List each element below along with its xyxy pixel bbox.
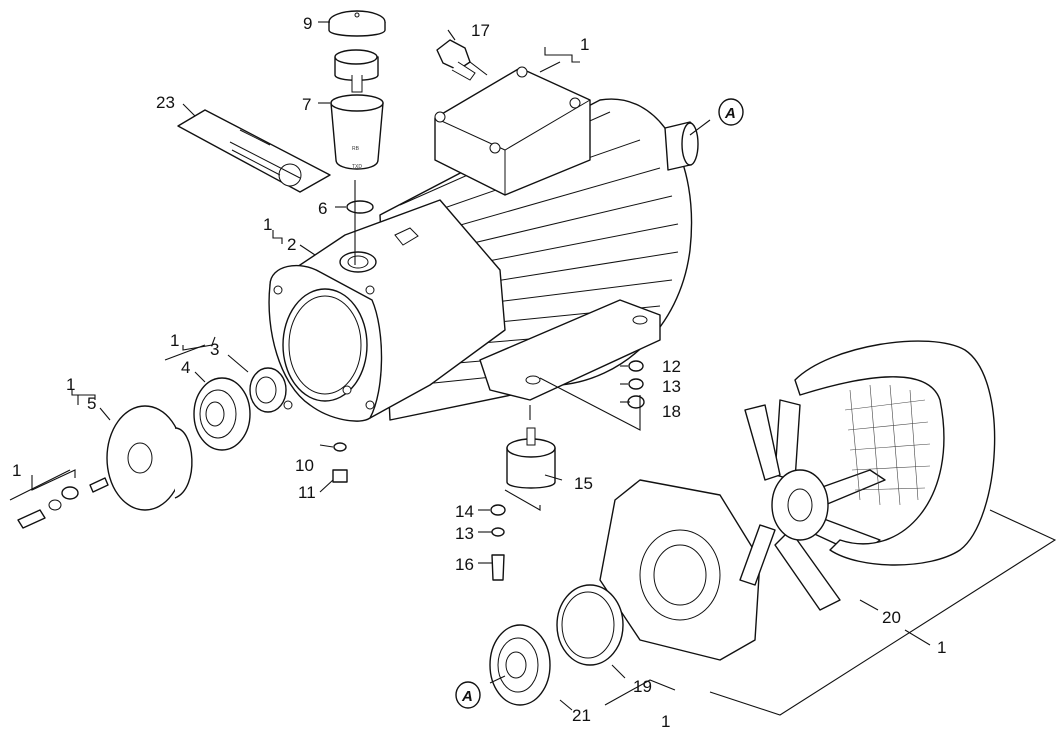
callout-19: 19	[633, 677, 652, 696]
callout-4: 4	[181, 358, 190, 377]
callout-1: 1	[66, 375, 75, 394]
valve-body	[334, 49, 379, 93]
fan-cowl	[794, 340, 996, 566]
part-4-bearing	[193, 377, 251, 451]
part-17-fitting	[436, 39, 476, 81]
part-3-seal	[249, 367, 287, 413]
callout-16: 16	[455, 555, 474, 574]
part-19-ring	[556, 584, 624, 666]
callout-20: 20	[882, 608, 901, 627]
part-16-bolt	[491, 554, 505, 581]
reference-mark-a-bottom: A	[455, 681, 481, 709]
svg-text:A: A	[461, 688, 473, 705]
callout-1: 1	[661, 712, 670, 731]
part-12-nut	[628, 360, 644, 372]
callout-1: 1	[263, 215, 272, 234]
callout-11: 11	[298, 483, 316, 502]
part-13-washer	[628, 378, 644, 390]
callout-10: 10	[295, 456, 314, 475]
callout-1: 1	[170, 331, 179, 350]
part-10-seal	[333, 442, 347, 452]
callout-14: 14	[455, 502, 474, 521]
callout-17: 17	[471, 21, 490, 40]
callout-13: 13	[662, 377, 681, 396]
svg-text:RB: RB	[352, 146, 360, 152]
callout-12: 12	[662, 357, 681, 376]
leader-lines	[9, 21, 1056, 716]
callout-23: 23	[156, 93, 175, 112]
callout-13: 13	[455, 524, 474, 543]
callout-18: 18	[662, 402, 681, 421]
part-18-washer	[627, 395, 645, 409]
reference-mark-a-top: A	[718, 98, 744, 126]
part-14-washer	[490, 504, 506, 516]
svg-text:TXD: TXD	[352, 164, 362, 170]
rear-end-shield	[599, 479, 761, 661]
callout-21: 21	[572, 706, 591, 725]
callout-7: 7	[302, 95, 311, 114]
part-7-filter: RB TXD	[330, 94, 384, 170]
part-13-washer-lower	[491, 527, 505, 537]
part-15-mount	[506, 427, 556, 489]
part-5-cover	[106, 405, 193, 511]
part-11-plug	[332, 469, 348, 483]
part-20-fan	[739, 399, 886, 611]
front-flange-housing	[268, 199, 506, 422]
part-21-bearing	[489, 624, 551, 706]
callout-2: 2	[287, 235, 296, 254]
callout-1: 1	[580, 35, 589, 54]
callout-6: 6	[318, 199, 327, 218]
svg-text:A: A	[724, 105, 736, 122]
part-9-cap	[328, 10, 386, 37]
callout-9: 9	[303, 14, 312, 33]
callout-5: 5	[87, 394, 96, 413]
screw-set	[17, 477, 109, 529]
part-23-label	[177, 109, 331, 193]
callout-15: 15	[574, 474, 593, 493]
callout-1: 1	[937, 638, 946, 657]
callout-3: 3	[210, 340, 219, 359]
part-6-o-ring	[346, 200, 374, 214]
callout-labels: 9 17 1 23 7 6 1 2 1 3 4 1 5 1 10 11 12 1…	[12, 14, 946, 731]
callout-1: 1	[12, 461, 21, 480]
